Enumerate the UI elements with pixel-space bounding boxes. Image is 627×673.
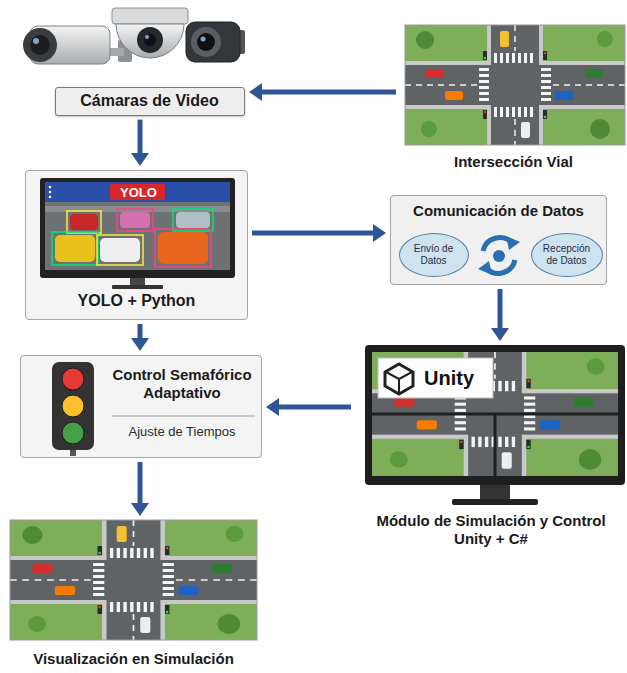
sync-icon [390,195,607,285]
arrow-shaft [138,120,143,154]
process-panel: Comunicación de DatosEnvío de Datos Recep… [390,195,607,285]
process-panel: Control Semafórico AdaptativoAjuste de T… [20,355,262,458]
flow-arrow [249,83,396,101]
node-label: Cámaras de Video [56,91,243,110]
arrow-shaft [138,462,143,504]
arrow-head [131,503,149,516]
arrow-head [491,328,509,341]
data-ellipse: Recepción de Datos [531,233,603,277]
image-node: Visualización en Simulación [10,520,257,672]
intersection-picture [405,25,625,145]
arrow-shaft [261,90,396,95]
arrow-shaft [498,289,503,329]
flow-arrow [131,324,149,351]
node-label: Control Semafórico Adaptativo [105,366,259,402]
arrow-shaft [252,231,374,236]
data-ellipse: Envío de Datos [399,233,469,277]
flow-arrow [266,398,351,416]
process-panel: YOLO YOLO + Python [25,170,248,320]
node-label: Envío de Datos [406,243,461,267]
monitor-node: UnityMódulo de Simulación y Control Unit… [355,345,627,560]
camera-icons [23,8,245,64]
flow-arrow [491,289,509,341]
node-label: Recepción de Datos [536,243,597,267]
simulation-picture [10,520,257,640]
arrow-head [131,338,149,351]
arrow-head [266,398,279,416]
flow-arrow [131,120,149,166]
arrow-head [373,224,386,242]
yolo-monitor [25,170,248,320]
unity-monitor [365,345,625,505]
image-node: Intersección Vial [400,20,627,175]
arrow-shaft [278,405,351,410]
flow-arrow [131,462,149,516]
arrow-shaft [138,324,143,339]
traffic-light-icon [20,355,262,458]
node-label: Unity [424,366,490,390]
node-label: Intersección Vial [400,153,627,171]
node-sublabel: YOLO + Python [26,291,247,310]
node-label: Comunicación de Datos [391,202,606,220]
node-label: YOLO [111,185,166,201]
flow-arrow [252,224,386,242]
arrow-head [249,83,262,101]
node-label: Visualización en Simulación [10,650,257,668]
arrow-head [131,153,149,166]
node-sublabel: Ajuste de Tiempos [105,424,259,440]
label-box: Cámaras de Video [55,87,245,116]
node-sublabel: Módulo de Simulación y Control Unity + C… [366,512,616,548]
